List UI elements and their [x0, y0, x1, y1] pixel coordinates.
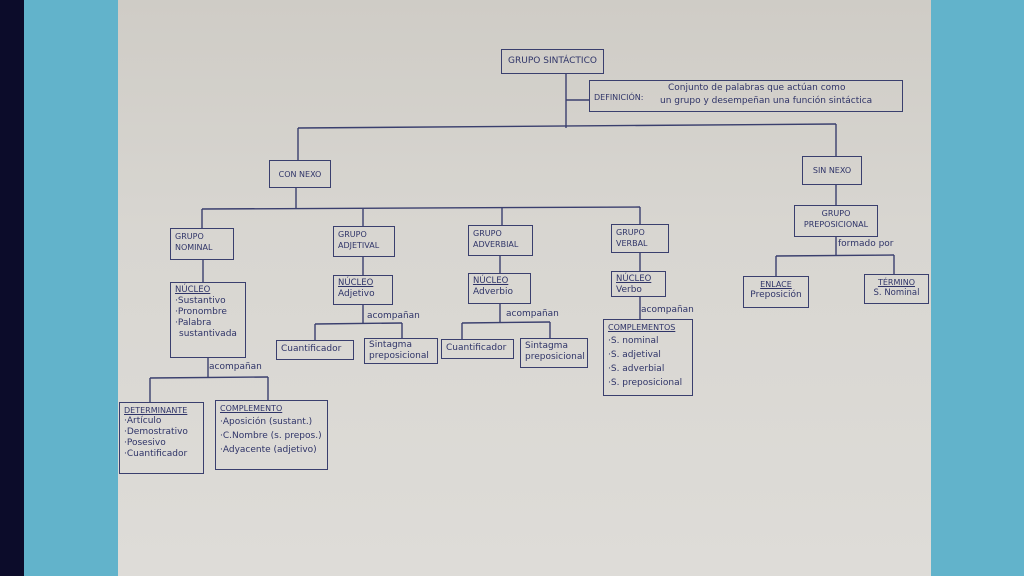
root-node: GRUPO SINTÁCTICO: [501, 49, 604, 74]
preposicional-formado-por: formado por: [838, 239, 894, 249]
root-label: GRUPO SINTÁCTICO: [508, 56, 597, 66]
definition-line2: un grupo y desempeñan una función sintác…: [660, 96, 873, 106]
adverbial-acompanan: acompañan: [506, 309, 559, 319]
grupo-preposicional-node: GRUPO PREPOSICIONAL: [794, 205, 878, 237]
termino-title: TÉRMINO: [877, 278, 916, 287]
complemento-item-2: ·C.Nombre (s. prepos.): [220, 431, 322, 441]
complementos-item-4: ·S. preposicional: [608, 378, 683, 388]
adjetival-nucleo-value: Adjetivo: [338, 289, 375, 299]
complemento-box: COMPLEMENTO ·Aposición (sustant.) ·C.Nom…: [215, 400, 328, 470]
grupo-preposicional-title2: PREPOSICIONAL: [803, 220, 869, 229]
adverbial-nucleo-title: NÚCLEO: [473, 276, 509, 286]
complementos-item-3: ·S. adverbial: [608, 364, 665, 374]
sin-nexo-label: SIN NEXO: [812, 166, 852, 175]
complemento-item-1: ·Aposición (sustant.): [220, 417, 313, 427]
grupo-verbal-node: GRUPO VERBAL: [611, 224, 669, 253]
nominal-acompanan: acompañan: [209, 362, 262, 372]
grupo-verbal-title2: VERBAL: [616, 239, 648, 248]
adjetival-cuantificador-label: Cuantificador: [281, 344, 342, 354]
grupo-nominal-node: GRUPO NOMINAL: [170, 228, 234, 260]
nominal-item-4: sustantivada: [179, 329, 237, 339]
adverbial-sintagma-box: Sintagma preposicional: [520, 338, 588, 368]
adjetival-sintagma-line1: Sintagma: [369, 340, 412, 350]
verbal-nucleo-title: NÚCLEO: [616, 274, 652, 284]
determinante-item-4: ·Cuantificador: [124, 449, 188, 459]
adverbial-sintagma-line1: Sintagma: [525, 341, 568, 351]
enlace-box: ENLACE Preposición: [743, 276, 809, 308]
nominal-item-1: ·Sustantivo: [175, 296, 226, 306]
grupo-adverbial-title2: ADVERBIAL: [473, 240, 519, 249]
determinante-item-2: ·Demostrativo: [124, 427, 188, 437]
complemento-item-3: ·Adyacente (adjetivo): [220, 445, 317, 455]
complementos-title: COMPLEMENTOS: [608, 323, 676, 332]
definition-line1: Conjunto de palabras que actúan como: [668, 83, 846, 93]
adjetival-nucleo-box: NÚCLEO Adjetivo: [333, 275, 393, 305]
adverbial-nucleo-value: Adverbio: [473, 287, 513, 297]
adjetival-cuantificador-box: Cuantificador: [276, 340, 354, 360]
con-nexo-label: CON NEXO: [278, 170, 322, 179]
grupo-adverbial-node: GRUPO ADVERBIAL: [468, 225, 533, 256]
adverbial-nucleo-box: NÚCLEO Adverbio: [468, 273, 531, 304]
adverbial-cuantificador-box: Cuantificador: [441, 339, 514, 359]
grupo-adjetival-node: GRUPO ADJETIVAL: [333, 226, 395, 257]
adverbial-cuantificador-label: Cuantificador: [446, 343, 507, 353]
complementos-item-2: ·S. adjetival: [608, 350, 661, 360]
enlace-value: Preposición: [750, 290, 802, 300]
adjetival-sintagma-box: Sintagma preposicional: [364, 338, 438, 364]
complementos-item-1: ·S. nominal: [608, 336, 659, 346]
nominal-item-2: ·Pronombre: [175, 307, 227, 317]
definition-label: DEFINICIÓN:: [594, 93, 644, 102]
determinante-box: DETERMINANTE ·Artículo ·Demostrativo ·Po…: [119, 402, 204, 474]
sin-nexo-node: SIN NEXO: [802, 156, 862, 185]
termino-box: TÉRMINO S. Nominal: [864, 274, 929, 304]
complementos-box: COMPLEMENTOS ·S. nominal ·S. adjetival ·…: [603, 319, 693, 396]
grupo-nominal-title2: NOMINAL: [175, 243, 213, 252]
determinante-item-1: ·Artículo: [124, 416, 162, 426]
termino-value: S. Nominal: [873, 288, 920, 298]
adjetival-sintagma-line2: preposicional: [369, 351, 429, 361]
adjetival-nucleo-title: NÚCLEO: [338, 278, 374, 288]
grupo-adjetival-title1: GRUPO: [338, 230, 367, 239]
verbal-nucleo-value: Verbo: [616, 285, 642, 295]
verbal-acompanan: acompañan: [641, 305, 694, 315]
grupo-preposicional-title1: GRUPO: [821, 209, 851, 218]
paper-sheet: [118, 0, 931, 576]
nominal-nucleo-box: NÚCLEO ·Sustantivo ·Pronombre ·Palabra s…: [170, 282, 246, 358]
grupo-nominal-title1: GRUPO: [175, 232, 204, 241]
definition-box: DEFINICIÓN: Conjunto de palabras que act…: [589, 80, 903, 112]
verbal-nucleo-box: NÚCLEO Verbo: [611, 271, 666, 297]
determinante-item-3: ·Posesivo: [124, 438, 166, 448]
adjetival-acompanan: acompañan: [367, 311, 420, 321]
con-nexo-node: CON NEXO: [269, 160, 331, 188]
nominal-nucleo-title: NÚCLEO: [175, 285, 211, 295]
grupo-adverbial-title1: GRUPO: [473, 229, 502, 238]
complemento-title: COMPLEMENTO: [220, 404, 283, 413]
adverbial-sintagma-line2: preposicional: [525, 352, 585, 362]
determinante-title: DETERMINANTE: [124, 406, 188, 415]
grupo-adjetival-title2: ADJETIVAL: [338, 241, 380, 250]
grupo-verbal-title1: GRUPO: [616, 228, 645, 237]
nominal-item-3: ·Palabra: [175, 318, 212, 328]
enlace-title: ENLACE: [760, 280, 792, 289]
